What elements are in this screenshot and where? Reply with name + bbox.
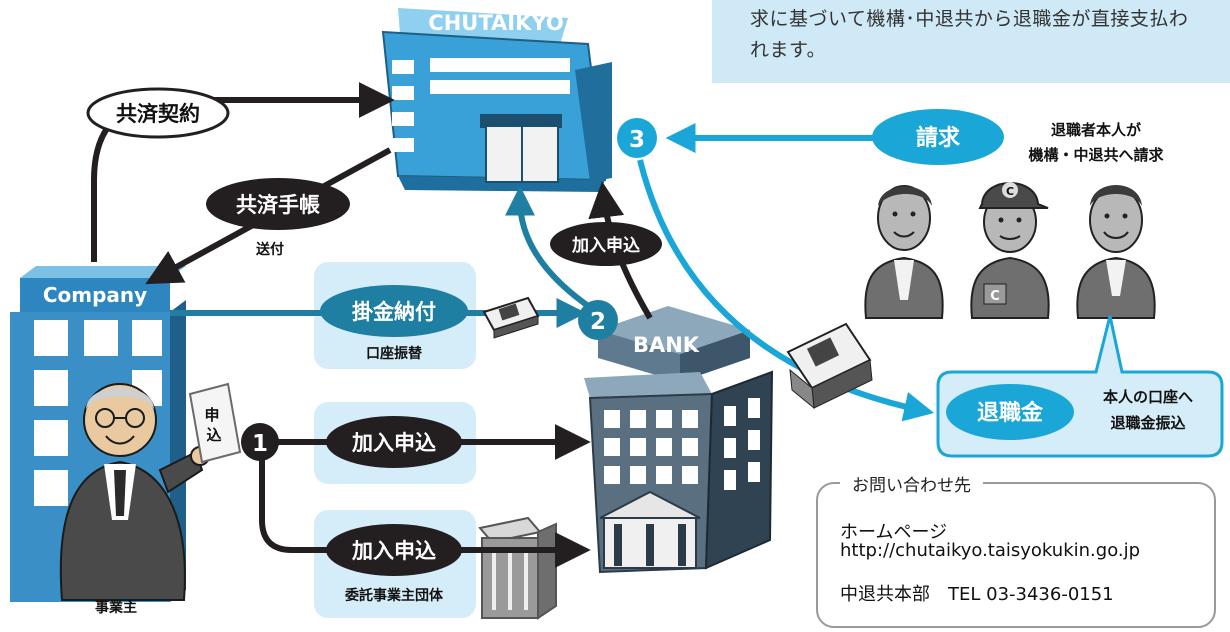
payout-desc-line2: 退職金振込 [1110, 414, 1185, 432]
svg-text:込: 込 [206, 426, 221, 444]
chutaikyo-label: CHUTAIKYO [428, 11, 563, 35]
application-paper: 申 込 [188, 382, 242, 464]
svg-text:共済契約: 共済契約 [116, 102, 200, 126]
step-1-badge: 1 [241, 423, 279, 461]
application-pill-1: 加入申込 [326, 416, 462, 468]
svg-text:加入申込: 加入申込 [571, 235, 640, 256]
svg-text:申: 申 [204, 406, 219, 424]
svg-text:3: 3 [629, 127, 645, 153]
contact-box: お問い合わせ先 ホームページ http://chutaikyo.taisyoku… [816, 471, 1216, 628]
bank-application-pill: 加入申込 [550, 222, 662, 266]
notice-box: 求に基づいて機構･中退共から退職金が直接支払われます。 [712, 0, 1230, 83]
application-pill-2: 加入申込 [326, 524, 462, 576]
step-3-badge: 3 [617, 118, 657, 158]
payment-pill: 掛金納付 [320, 285, 468, 337]
claim-desc-line2: 機構・中退共へ請求 [1028, 146, 1164, 164]
svg-text:2: 2 [590, 309, 606, 335]
homepage-url-link[interactable]: http://chutaikyo.taisyokukin.go.jp [840, 540, 1141, 561]
payout-desc-line1: 本人の口座へ [1103, 388, 1193, 406]
bank-building: BANK [584, 306, 774, 574]
claim-desc-line1: 退職者本人が [1051, 121, 1142, 139]
svg-text:1: 1 [252, 431, 268, 457]
bank-to-chutaikyo-arrow [505, 185, 596, 313]
payout-callout: 退職金 本人の口座へ 退職金振込 [936, 315, 1224, 458]
payout-arrow [637, 159, 935, 422]
association-building [478, 516, 557, 620]
jigyonushi-label: 事業主 [95, 599, 137, 616]
account-transfer-label: 口座振替 [366, 345, 423, 362]
cap-letter: C [1006, 185, 1014, 198]
money-stack-small [482, 296, 540, 339]
svg-text:共済手帳: 共済手帳 [236, 193, 320, 217]
svg-text:加入申込: 加入申込 [351, 431, 436, 455]
hq-phone: 中退共本部 TEL 03-3436-0151 [840, 584, 1114, 605]
chutaikyo-building: CHUTAIKYO [381, 8, 612, 192]
step-2-badge: 2 [578, 300, 618, 340]
taishokukin-label: 退職金 [977, 400, 1044, 426]
svg-text:掛金納付: 掛金納付 [352, 300, 436, 324]
claim-pill: 請求 [872, 109, 1004, 165]
association-label: 委託事業主団体 [344, 587, 444, 604]
business-owner-illustration [59, 383, 210, 601]
contact-title: お問い合わせ先 [840, 471, 983, 496]
contract-pill: 共済契約 [86, 87, 230, 139]
retiree-3-illustration [1076, 185, 1156, 319]
step1-lower-arrow [259, 458, 591, 568]
uniform-letter: C [990, 289, 1000, 304]
sofu-label: 送付 [255, 241, 284, 258]
money-stack-large [786, 322, 873, 410]
homepage-label: ホームページ [840, 522, 948, 543]
retiree-1-illustration [864, 185, 944, 319]
company-building: Company [10, 266, 186, 602]
bank-label: BANK [633, 333, 700, 357]
retiree-2-illustration: C C [970, 182, 1050, 319]
passbook-pill: 共済手帳 [206, 178, 350, 230]
company-label: Company [43, 283, 147, 307]
svg-text:請求: 請求 [916, 125, 960, 151]
svg-text:加入申込: 加入申込 [351, 539, 436, 563]
notice-text: 求に基づいて機構･中退共から退職金が直接支払われます。 [750, 8, 1189, 61]
